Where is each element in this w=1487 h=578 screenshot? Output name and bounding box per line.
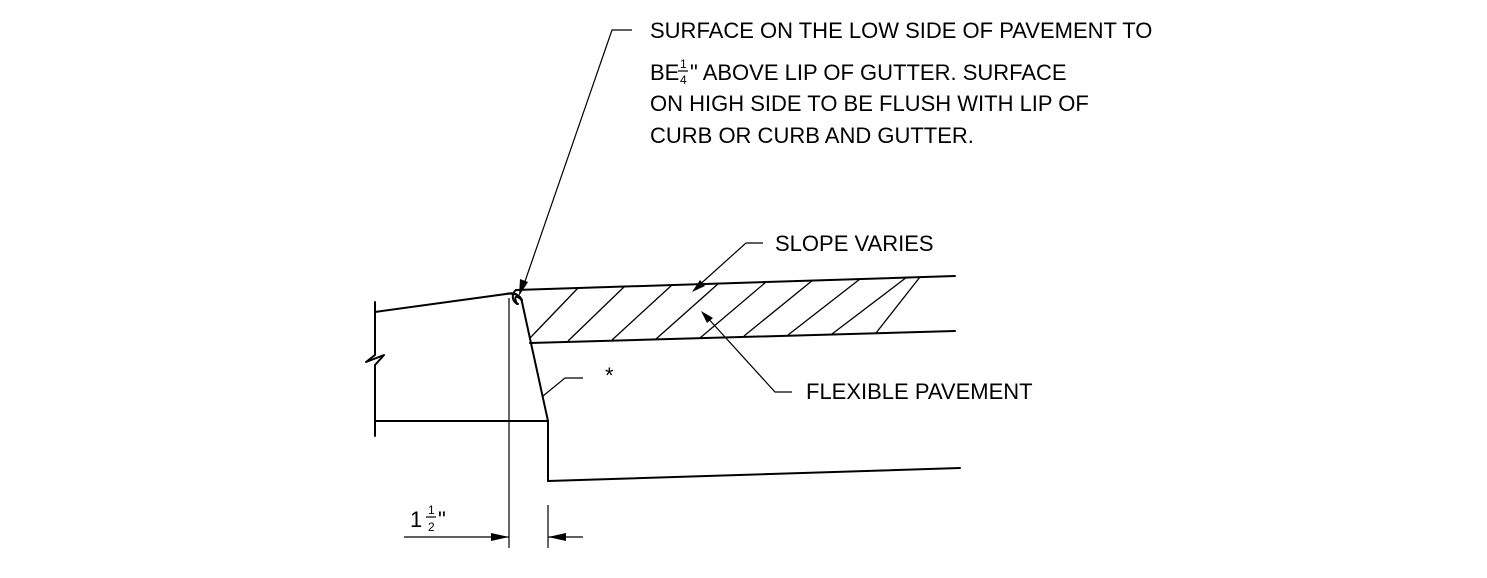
dimension-whole: 1 [410, 507, 422, 532]
asterisk-callout: * [542, 363, 614, 397]
dimension-callout: 1 1 2 " [404, 298, 583, 548]
pavement-lip-edge [511, 289, 519, 305]
surface-note: SURFACE ON THE LOW SIDE OF PAVEMENT TO B… [650, 18, 1152, 148]
note-fraction-denominator: 4 [680, 73, 687, 87]
note-fraction-numerator: 1 [680, 57, 687, 71]
note-line-4: CURB OR CURB AND GUTTER. [650, 123, 974, 148]
note-line-3: ON HIGH SIDE TO BE FLUSH WITH LIP OF [650, 91, 1089, 116]
note-line-2-suffix: " ABOVE LIP OF GUTTER. SURFACE [690, 60, 1067, 85]
dimension-unit: " [438, 507, 446, 532]
pavement-top-surface [515, 275, 956, 291]
curb-outline [365, 292, 961, 482]
dimension-arrow-right [548, 533, 566, 541]
note-line-2: BE [650, 60, 679, 85]
note-line-2-prefix: BE [650, 60, 679, 85]
break-line [365, 301, 385, 437]
note-line-1: SURFACE ON THE LOW SIDE OF PAVEMENT TO [650, 18, 1152, 43]
flexible-pavement-callout: FLEXIBLE PAVEMENT [701, 311, 1033, 404]
pavement-hatching [529, 276, 921, 342]
dimension-arrow-left [491, 533, 509, 541]
slope-varies-callout: SLOPE VARIES [692, 231, 934, 292]
note-leader [519, 29, 632, 296]
flexible-pavement-layer [511, 275, 956, 344]
flexible-pavement-label: FLEXIBLE PAVEMENT [806, 379, 1033, 404]
dimension-fraction-numerator: 1 [428, 503, 435, 517]
pavement-bottom-surface [529, 330, 956, 344]
asterisk-label: * [605, 363, 614, 388]
slope-varies-label: SLOPE VARIES [775, 231, 934, 256]
dimension-fraction-denominator: 2 [428, 520, 435, 534]
